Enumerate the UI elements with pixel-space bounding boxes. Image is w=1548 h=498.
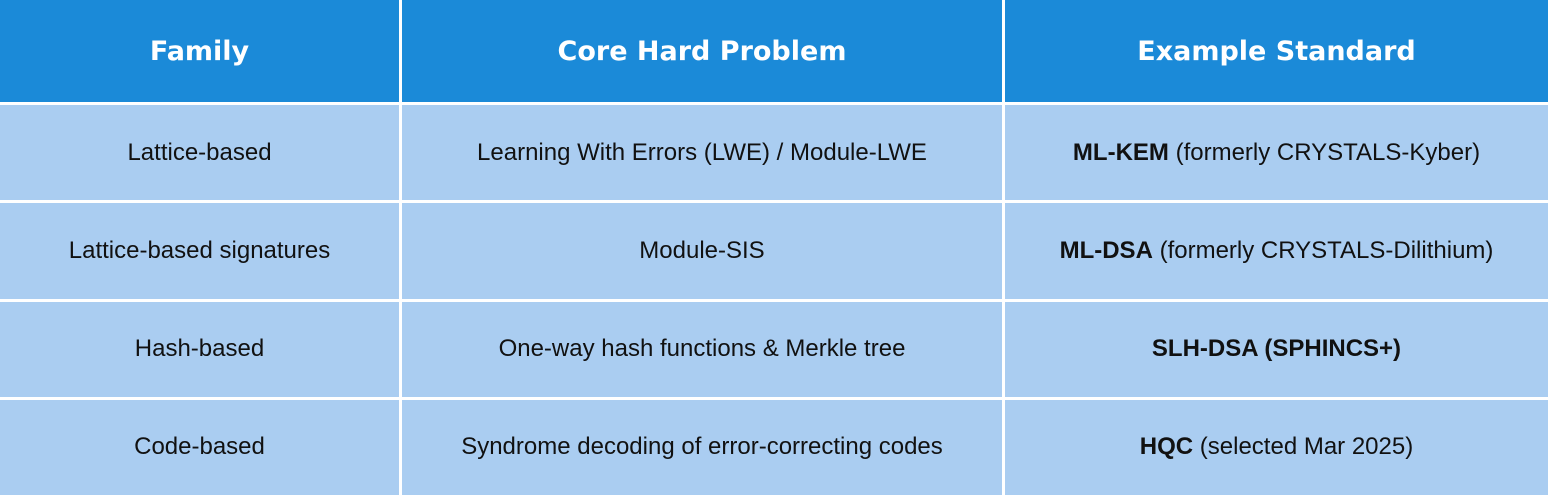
table-row: Code-based Syndrome decoding of error-co…: [0, 399, 1548, 495]
table-row: Lattice-based signatures Module-SIS ML-D…: [0, 203, 1548, 299]
cell-problem: Learning With Errors (LWE) / Module-LWE: [402, 105, 1002, 201]
cell-standard: SLH-DSA (SPHINCS+): [1005, 301, 1548, 397]
cell-family: Lattice-based signatures: [0, 203, 399, 299]
standard-name: ML-KEM: [1072, 138, 1169, 166]
cell-standard: ML-KEM (formerly CRYSTALS-Kyber): [1005, 105, 1548, 201]
cell-problem: One-way hash functions & Merkle tree: [402, 301, 1002, 397]
standard-name: SLH-DSA (SPHINCS+): [1151, 335, 1402, 363]
table-row: Hash-based One-way hash functions & Merk…: [0, 301, 1548, 397]
standard-name: HQC: [1139, 433, 1194, 461]
cell-problem: Module-SIS: [402, 203, 1002, 299]
standard-note: (formerly CRYSTALS-Dilithium): [1152, 236, 1494, 264]
cell-problem: Syndrome decoding of error-correcting co…: [402, 399, 1002, 495]
cell-family: Code-based: [0, 399, 399, 495]
standard-note: (formerly CRYSTALS-Kyber): [1168, 138, 1481, 166]
header-example-standard: Example Standard: [1005, 0, 1548, 102]
header-family: Family: [0, 0, 399, 102]
cell-family: Hash-based: [0, 301, 399, 397]
table-header-row: Family Core Hard Problem Example Standar…: [0, 0, 1548, 102]
header-core-hard-problem: Core Hard Problem: [402, 0, 1002, 102]
cell-family: Lattice-based: [0, 105, 399, 201]
standard-note: (selected Mar 2025): [1193, 433, 1414, 461]
standard-name: ML-DSA: [1059, 236, 1153, 264]
cell-standard: ML-DSA (formerly CRYSTALS-Dilithium): [1005, 203, 1548, 299]
cell-standard: HQC (selected Mar 2025): [1005, 399, 1548, 495]
table-row: Lattice-based Learning With Errors (LWE)…: [0, 105, 1548, 201]
